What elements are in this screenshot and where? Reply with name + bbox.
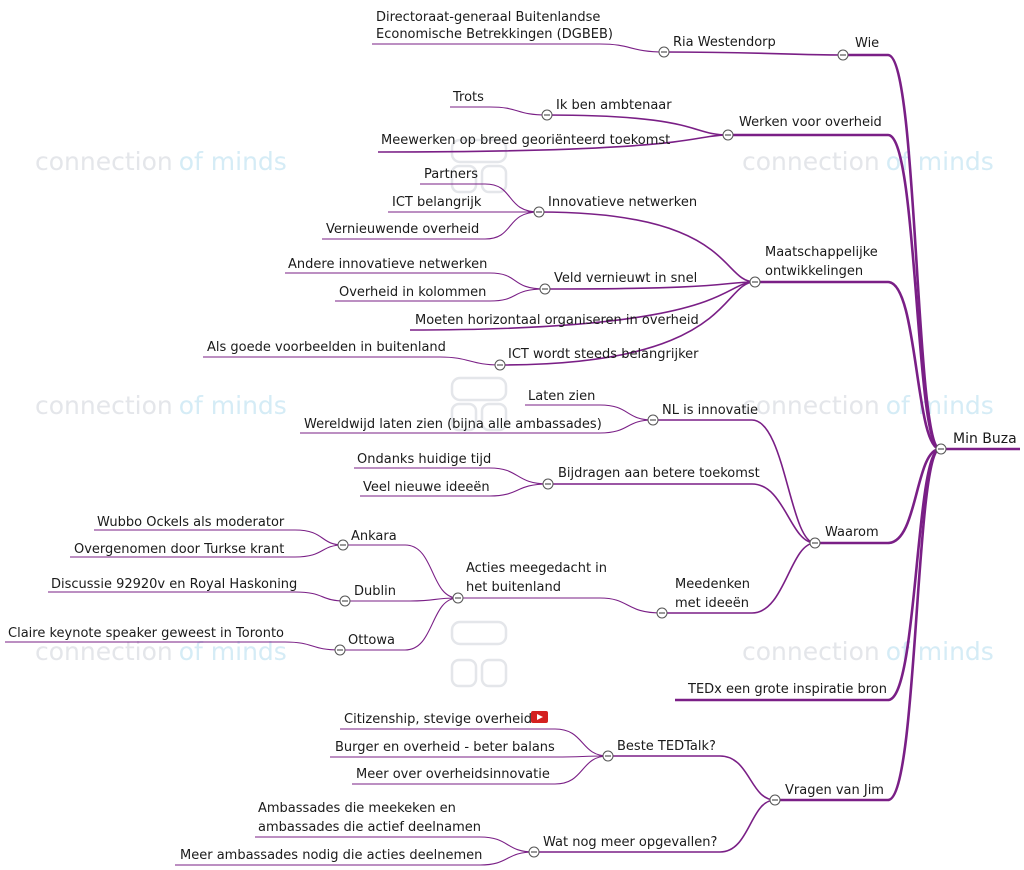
- node-ria-westendorp: Ria Westendorp: [673, 35, 776, 50]
- collapse-beste-icon[interactable]: [602, 750, 614, 762]
- node-ondanks: Ondanks huidige tijd: [357, 452, 491, 467]
- node-ik-ben-ambtenaar: Ik ben ambtenaar: [556, 98, 672, 113]
- node-ict-belangrijk: ICT belangrijk: [392, 195, 482, 210]
- collapse-ankara-icon[interactable]: [337, 539, 349, 551]
- node-overgenomen: Overgenomen door Turkse krant: [74, 542, 284, 557]
- collapse-innovatieve-icon[interactable]: [533, 206, 545, 218]
- node-wubbo: Wubbo Ockels als moderator: [97, 515, 285, 530]
- node-acties-line1: Acties meegedacht in: [466, 561, 607, 576]
- node-ottowa: Ottowa: [348, 633, 395, 648]
- collapse-ambtenaar-icon[interactable]: [541, 109, 553, 121]
- main-branches: [675, 53, 1020, 802]
- node-goede-voorbeelden: Als goede voorbeelden in buitenland: [207, 340, 446, 355]
- node-wat-nog-meer: Wat nog meer opgevallen?: [543, 835, 717, 850]
- node-meedenken-line2: met ideeën: [675, 596, 749, 611]
- collapse-werken-icon[interactable]: [722, 129, 734, 141]
- node-overheid-kolommen: Overheid in kolommen: [339, 285, 486, 300]
- node-dgbeb-line1: Directoraat-generaal Buitenlandse: [376, 10, 600, 25]
- node-claire: Claire keynote speaker geweest in Toront…: [8, 626, 284, 641]
- node-meer-ambassades: Meer ambassades nodig die acties deelnem…: [180, 848, 482, 863]
- node-maatschappelijke-line1: Maatschappelijke: [765, 245, 878, 260]
- node-labels: Min Buza Wie Ria Westendorp Directoraat-…: [8, 10, 1017, 863]
- collapse-veld-icon[interactable]: [539, 283, 551, 295]
- collapse-maatschappelijke-icon[interactable]: [749, 276, 761, 288]
- node-beste-tedtalk: Beste TEDTalk?: [617, 739, 716, 754]
- node-citizenship: Citizenship, stevige overheid: [344, 712, 532, 727]
- collapse-waarom-icon[interactable]: [809, 537, 821, 549]
- sub-branches: [5, 43, 844, 866]
- node-trots: Trots: [452, 90, 484, 105]
- collapse-nl-innovatie-icon[interactable]: [647, 414, 659, 426]
- root-node: Min Buza: [953, 431, 1017, 447]
- node-ict-steeds: ICT wordt steeds belangrijker: [508, 347, 699, 362]
- node-dublin: Dublin: [354, 584, 396, 599]
- node-meewerken: Meewerken op breed georiënteerd toekomst: [381, 133, 670, 148]
- node-ambassades-line2: ambassades die actief deelnamen: [258, 820, 481, 835]
- node-vragen-van-jim: Vragen van Jim: [785, 783, 884, 798]
- node-bijdragen: Bijdragen aan betere toekomst: [558, 466, 760, 481]
- node-horizontaal: Moeten horizontaal organiseren in overhe…: [415, 313, 699, 328]
- node-meer-over: Meer over overheidsinnovatie: [356, 767, 550, 782]
- node-maatschappelijke-line2: ontwikkelingen: [765, 264, 863, 279]
- node-werken-voor-overheid: Werken voor overheid: [739, 115, 882, 130]
- node-wie: Wie: [855, 36, 879, 51]
- node-waarom: Waarom: [825, 525, 879, 540]
- node-nl-is-innovatie: NL is innovatie: [662, 403, 758, 418]
- collapse-knobs[interactable]: [334, 46, 947, 858]
- collapse-watnog-icon[interactable]: [528, 846, 540, 858]
- node-partners: Partners: [424, 167, 478, 182]
- node-vernieuwende-overheid: Vernieuwende overheid: [326, 222, 479, 237]
- youtube-video-icon[interactable]: [531, 711, 548, 723]
- node-meedenken-line1: Meedenken: [675, 577, 750, 592]
- node-veld-vernieuwt: Veld vernieuwt in snel: [554, 271, 697, 286]
- node-andere-netwerken: Andere innovatieve netwerken: [288, 257, 487, 272]
- node-tedx: TEDx een grote inspiratie bron: [687, 682, 887, 697]
- node-discussie: Discussie 92920v en Royal Haskoning: [51, 577, 297, 592]
- collapse-bijdragen-icon[interactable]: [542, 478, 554, 490]
- collapse-ict-steeds-icon[interactable]: [494, 359, 506, 371]
- node-wereldwijd: Wereldwijd laten zien (bijna alle ambass…: [304, 417, 602, 432]
- collapse-root-icon[interactable]: [935, 443, 947, 455]
- node-veel-ideeen: Veel nieuwe ideeën: [363, 480, 490, 495]
- collapse-ria-icon[interactable]: [658, 46, 670, 58]
- node-laten-zien: Laten zien: [528, 389, 595, 404]
- node-dgbeb-line2: Economische Betrekkingen (DGBEB): [376, 27, 613, 42]
- collapse-wie-icon[interactable]: [837, 49, 849, 61]
- node-ankara: Ankara: [351, 529, 397, 544]
- collapse-meedenken-icon[interactable]: [656, 607, 668, 619]
- collapse-vragen-icon[interactable]: [769, 794, 781, 806]
- node-ambassades-line1: Ambassades die meekeken en: [258, 801, 456, 816]
- node-innovatieve-netwerken: Innovatieve netwerken: [548, 195, 697, 210]
- node-burger: Burger en overheid - beter balans: [335, 740, 555, 755]
- collapse-dublin-icon[interactable]: [339, 595, 351, 607]
- collapse-acties-icon[interactable]: [452, 592, 464, 604]
- node-acties-line2: het buitenland: [466, 580, 561, 595]
- collapse-ottowa-icon[interactable]: [334, 644, 346, 656]
